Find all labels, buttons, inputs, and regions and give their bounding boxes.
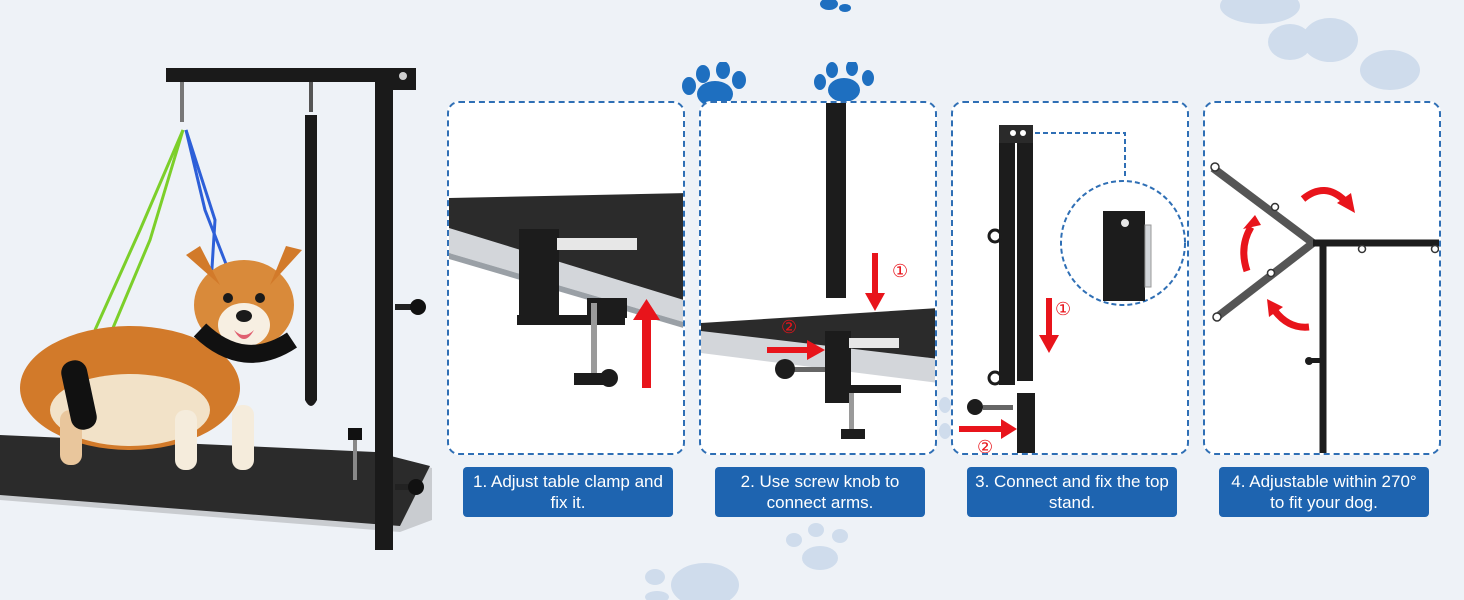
rotate-arrow-icon <box>1267 299 1310 331</box>
step-marker-2: ② <box>781 317 798 338</box>
rotate-arrow-icon <box>1300 187 1355 213</box>
step-1-caption: 1. Adjust table clamp and fix it. <box>463 467 673 517</box>
down-arrow-icon <box>1039 298 1059 353</box>
step-4-caption: 4. Adjustable within 270° to fit your do… <box>1219 467 1429 517</box>
step-marker-1: ① <box>892 261 909 282</box>
paw-print-icon <box>682 62 746 107</box>
arm-connect-illustration <box>701 103 935 439</box>
rotation-illustration <box>1210 162 1439 453</box>
table-clamp-illustration <box>449 193 683 387</box>
paw-print-icon <box>645 563 739 600</box>
paw-print-icon <box>786 523 848 570</box>
top-stand-illustration <box>967 125 1186 453</box>
step-2-caption: 2. Use screw knob to connect arms. <box>715 467 925 517</box>
paw-print-icon <box>820 0 851 12</box>
rotate-arrow-icon <box>1240 215 1261 273</box>
down-arrow-icon <box>865 253 885 311</box>
step-4-panel <box>1203 101 1441 455</box>
step-2-panel: ① ② <box>699 101 937 455</box>
right-arrow-icon <box>959 419 1017 439</box>
step-marker-2: ② <box>977 437 994 455</box>
step-3-caption: 3. Connect and fix the top stand. <box>967 467 1177 517</box>
step-marker-1: ① <box>1055 299 1072 320</box>
grooming-table-with-dog-illustration <box>0 68 432 550</box>
paw-print-icon <box>939 397 951 439</box>
right-arrow-icon <box>767 340 825 360</box>
up-arrow-icon <box>633 299 660 388</box>
step-1-panel <box>447 101 685 455</box>
step-3-panel: ① ② <box>951 101 1189 455</box>
paw-print-icon <box>1220 0 1420 90</box>
paw-print-icon <box>814 62 874 102</box>
